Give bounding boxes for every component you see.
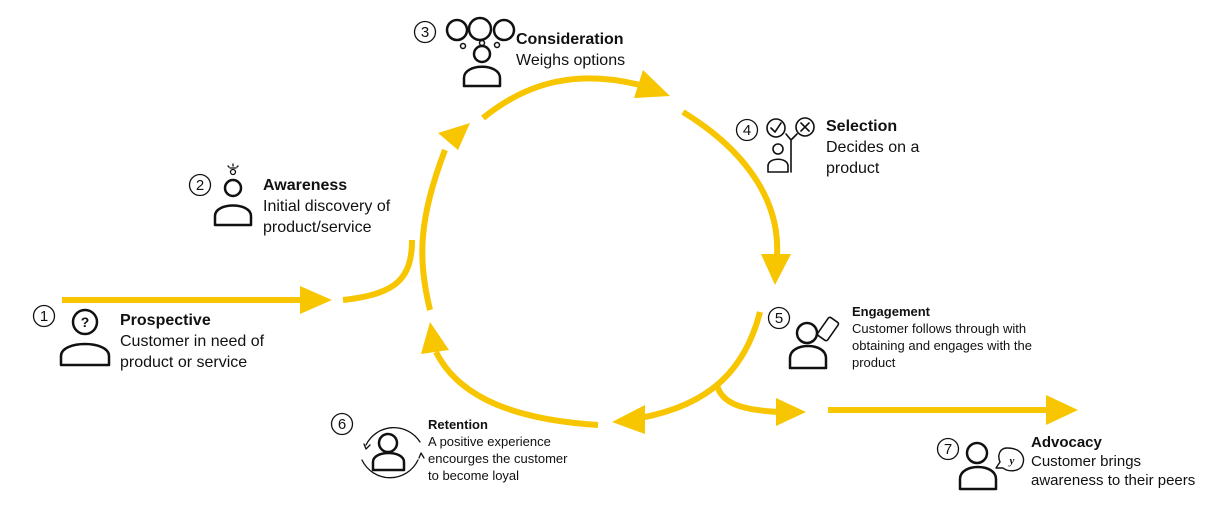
stage-number: 5 xyxy=(775,310,783,327)
cycle-arc-top-head xyxy=(634,70,670,98)
cycle-arc-up-left xyxy=(419,148,448,311)
stage-number-badge: 7 xyxy=(936,437,960,466)
stage-description-line: Decides on a xyxy=(826,139,920,156)
stage-number: 4 xyxy=(743,122,751,139)
stage-description-line: product xyxy=(826,160,880,177)
cycle-arc-right xyxy=(681,109,781,256)
stage-title: Advocacy xyxy=(1031,434,1102,451)
stage-description-line: Customer in need of xyxy=(120,333,265,350)
stage-number-badge: 2 xyxy=(188,173,212,202)
cycle-arc-right-head xyxy=(761,254,791,285)
stage-description-line: product xyxy=(852,355,896,370)
stage-title: Prospective xyxy=(120,312,211,329)
flow-arrows xyxy=(62,70,1078,434)
stage-description-line: obtaining and engages with the xyxy=(852,338,1032,353)
stage-description-line: Customer follows through with xyxy=(852,321,1027,336)
stage-number-badge: 6 xyxy=(330,412,354,441)
svg-text:?: ? xyxy=(81,314,90,330)
stage-title: Selection xyxy=(826,118,898,135)
exit-branch-head xyxy=(776,398,806,426)
stage-number: 7 xyxy=(944,441,952,458)
cycle-arc-bottom-left-head xyxy=(421,322,449,354)
exit-arrow-head xyxy=(1046,395,1078,425)
stage-description-line: awareness to their peers xyxy=(1031,472,1196,489)
stage-description-line: A positive experience xyxy=(428,434,551,449)
question-person-icon: ? xyxy=(59,308,111,367)
loop-person-icon xyxy=(361,426,425,479)
stage-description-line: encourges the customer xyxy=(428,451,568,466)
stage-number-badge: 5 xyxy=(767,306,791,335)
cycle-arc-bottom-right xyxy=(639,311,763,421)
stage-description-line: Initial discovery of xyxy=(263,198,391,215)
stage-title: Awareness xyxy=(263,177,348,194)
stage-description-line: Weighs options xyxy=(516,52,626,69)
stage-title: Engagement xyxy=(852,304,931,319)
phone-person-icon xyxy=(788,316,840,370)
cycle-arc-up-left-head xyxy=(438,123,470,150)
stage-description-line: product or service xyxy=(120,354,248,371)
stage-number: 3 xyxy=(421,24,429,41)
exit-branch xyxy=(714,383,779,415)
stage-number: 1 xyxy=(40,308,48,325)
stage-number-badge: 3 xyxy=(413,20,437,49)
stage-title: Retention xyxy=(428,417,488,432)
stage-number-badge: 4 xyxy=(735,118,759,147)
svg-text:y: y xyxy=(1008,455,1015,467)
cycle-arc-top xyxy=(481,75,641,121)
stage-title: Consideration xyxy=(516,31,624,48)
lightbulb-person-icon xyxy=(213,163,253,227)
stage-number: 2 xyxy=(196,177,204,194)
stage-description-line: Customer brings xyxy=(1031,453,1142,470)
stage-number: 6 xyxy=(338,416,346,433)
cycle-arc-bottom-right-head xyxy=(612,405,645,434)
cycle-arc-bottom-left xyxy=(433,350,599,428)
speech-person-icon: y xyxy=(958,441,1025,491)
stage-description-line: to become loyal xyxy=(428,468,520,483)
entry-arrow-head xyxy=(300,286,332,314)
check-or-cross-person-icon xyxy=(766,117,815,173)
stage-description-line: product/service xyxy=(263,219,372,236)
stage-number-badge: 1 xyxy=(32,304,56,333)
merge-curve xyxy=(342,239,415,303)
thought-bubbles-person-icon xyxy=(445,16,516,88)
